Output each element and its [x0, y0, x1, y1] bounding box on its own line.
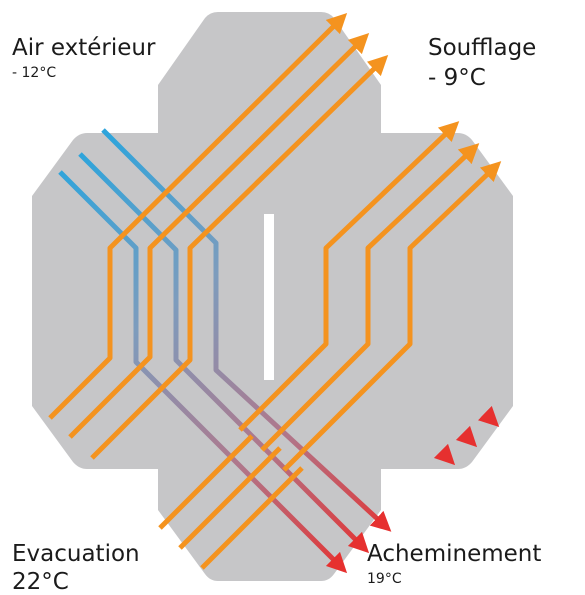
- cold-air-flow-left: [58, 128, 392, 574]
- supply-label: Soufflage: [428, 35, 537, 61]
- flow-line: [260, 143, 480, 452]
- flow-line: [101, 128, 392, 532]
- extract-temp: 19°C: [367, 571, 402, 587]
- flow-line: [90, 55, 389, 460]
- warm-air-flow-bottom: [158, 434, 304, 570]
- exhaust-label: Evacuation: [12, 541, 140, 567]
- flow-line: [158, 434, 254, 530]
- outdoor-air-temp: - 12°C: [12, 65, 57, 81]
- panel-bottom: [158, 380, 381, 581]
- supply-temp: - 9°C: [428, 65, 486, 91]
- flow-line: [78, 152, 370, 554]
- flow-line: [58, 170, 348, 574]
- flow-line: [200, 466, 304, 570]
- warm-air-flow-right: [238, 121, 502, 472]
- flow-line: [178, 446, 282, 550]
- warm-air-flow-left: [48, 12, 389, 460]
- flow-line: [238, 121, 460, 432]
- flow-line: [68, 32, 370, 439]
- flow-line: [282, 161, 502, 472]
- exhaust-temp: 22°C: [12, 569, 69, 595]
- flow-line: [48, 12, 348, 420]
- panel-right: [274, 133, 513, 469]
- extract-label: Acheminement: [367, 541, 542, 567]
- outdoor-air-label: Air extérieur: [12, 35, 156, 61]
